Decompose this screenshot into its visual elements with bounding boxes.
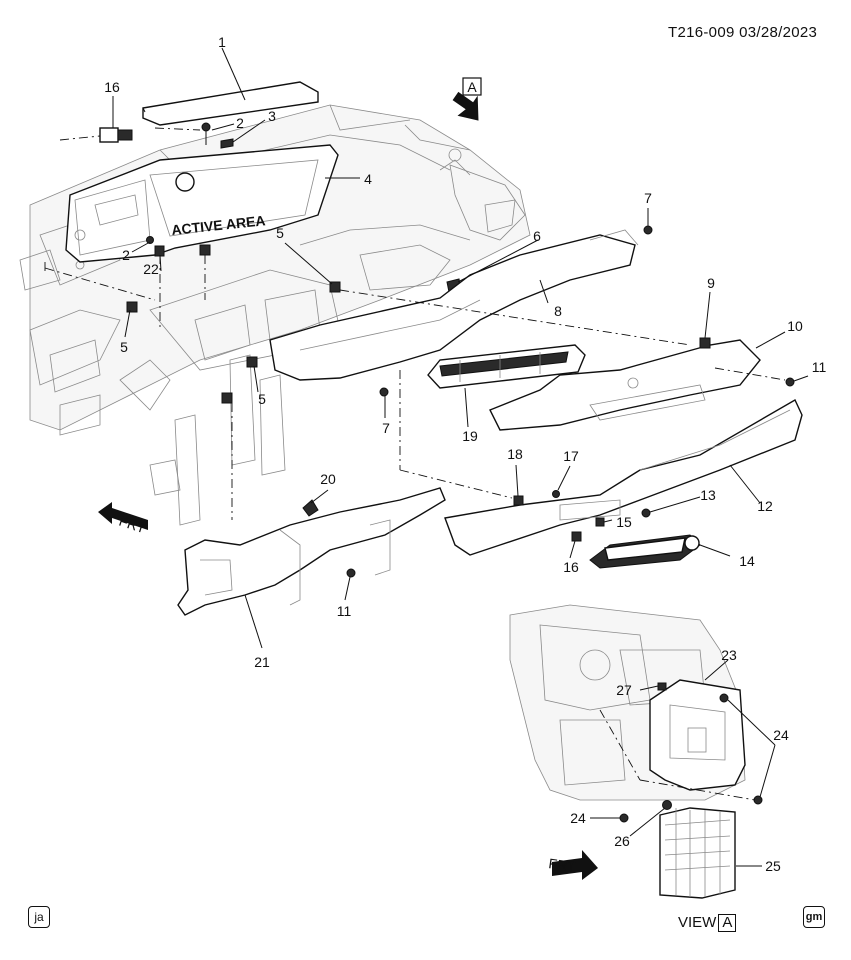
callout-20: 20 — [320, 471, 336, 487]
ja-badge: ja — [28, 906, 50, 928]
callout-2-top: 2 — [236, 115, 244, 131]
callout-13: 13 — [700, 487, 716, 503]
callout-5-lower: 5 — [258, 391, 266, 407]
part-22-clip — [154, 245, 165, 257]
callout-12: 12 — [757, 498, 773, 514]
callout-16-lower: 16 — [563, 559, 579, 575]
callout-10: 10 — [787, 318, 803, 334]
callout-8: 8 — [554, 303, 562, 319]
part-23-bracket — [649, 679, 746, 791]
part-10-trim-plate — [489, 339, 761, 431]
part-14-control-module — [589, 534, 701, 569]
part-12-lower-trim — [444, 399, 803, 556]
leader-lines — [44, 47, 809, 867]
callout-16-top: 16 — [104, 79, 120, 95]
callout-11-lower: 11 — [337, 603, 352, 619]
part-24-screws — [619, 693, 763, 823]
callout-9: 9 — [707, 275, 715, 291]
part-16-clip-lower — [571, 531, 582, 542]
view-label-letter: A — [718, 914, 737, 932]
part-3-clip — [220, 138, 234, 149]
frt-label-right: FRT — [548, 855, 577, 875]
callout-15: 15 — [616, 514, 632, 530]
part-15-clip — [595, 517, 605, 527]
callout-7-top: 7 — [644, 190, 652, 206]
view-arrow-a-letter: A — [467, 79, 477, 95]
callout-2-lower: 2 — [122, 247, 130, 263]
callout-19: 19 — [462, 428, 478, 444]
part-9-clip — [699, 337, 711, 349]
part-18-clip — [513, 495, 524, 506]
callout-22: 22 — [143, 261, 159, 277]
frt-label-left: FRT — [117, 513, 148, 537]
part-2-screw-upper — [201, 122, 211, 145]
part-1-upper-trim — [142, 81, 319, 126]
part-27-clip — [657, 682, 667, 691]
part-16-sensor — [59, 127, 133, 143]
part-8-center-trim — [269, 229, 639, 381]
part-21-lower-panel — [177, 487, 446, 616]
frt-arrow-left: FRT — [98, 502, 148, 536]
part-26-nut — [662, 800, 672, 810]
callout-21: 21 — [254, 654, 270, 670]
callout-1: 1 — [218, 34, 226, 50]
callout-25: 25 — [765, 858, 781, 874]
callout-11-right: 11 — [812, 359, 827, 375]
part-7-screws — [379, 225, 653, 397]
callout-6: 6 — [533, 228, 541, 244]
callout-3: 3 — [268, 108, 276, 124]
callout-14: 14 — [739, 553, 755, 569]
part-13-grommet — [641, 508, 651, 518]
callout-24-right: 24 — [773, 727, 789, 743]
callout-27: 27 — [616, 682, 632, 698]
part-19-air-outlet — [427, 344, 586, 389]
view-arrow-a: A — [452, 77, 482, 121]
gm-logo-badge: gm — [803, 906, 825, 928]
callout-24-left: 24 — [570, 810, 586, 826]
document-id: T216-009 03/28/2023 — [668, 24, 818, 41]
callout-5-left: 5 — [120, 339, 128, 355]
callout-23: 23 — [721, 647, 737, 663]
callout-17: 17 — [563, 448, 579, 464]
part-20-clip — [302, 499, 319, 517]
callout-7-lower: 7 — [382, 420, 390, 436]
part-2-screw-lower — [146, 236, 154, 244]
view-label-text: VIEW — [678, 914, 717, 931]
callout-18: 18 — [507, 446, 523, 462]
callout-5-top: 5 — [276, 225, 284, 241]
part-4-display-assembly: ACTIVE AREA — [65, 144, 339, 263]
part-5-clips — [126, 244, 341, 404]
callout-4: 4 — [364, 171, 372, 187]
part-11-screws — [346, 377, 795, 578]
part-25-amplifier-module — [659, 807, 736, 899]
part-17-screw — [552, 490, 560, 498]
frt-arrow-right: FRT — [548, 850, 598, 880]
callout-numbers: 1 16 2 3 4 7 5 6 2 22 8 9 10 5 11 5 7 19… — [104, 34, 826, 874]
callout-26: 26 — [614, 833, 630, 849]
